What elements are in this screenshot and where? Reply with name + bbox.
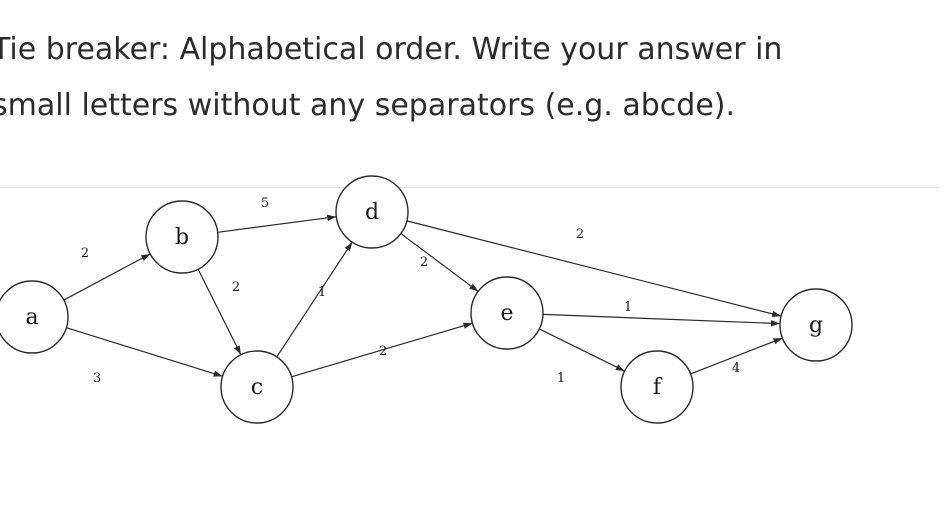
edge-e-g [542, 313, 781, 327]
node-circle-g [779, 288, 853, 362]
node-g: g [779, 288, 853, 362]
node-circle-c [220, 350, 294, 424]
edge-weight-e-f: 1 [557, 371, 565, 386]
edge-weight-a-b: 2 [81, 246, 89, 261]
edge-weight-d-g: 2 [576, 227, 584, 242]
node-b: b [145, 200, 219, 274]
node-label-f: f [653, 375, 663, 400]
divider [0, 187, 940, 188]
node-c: c [220, 350, 294, 424]
node-circle-a [0, 280, 69, 354]
node-label-g: g [809, 313, 823, 338]
edge-a-b [63, 253, 151, 301]
edge-f-g [690, 337, 783, 375]
node-f: f [620, 350, 694, 424]
nodes: a b c d e f g [0, 175, 853, 424]
node-a: a [0, 280, 69, 354]
edges: 2 3 5 2 1 2 2 2 1 1 4 [63, 196, 783, 386]
edge-a-c [66, 327, 223, 377]
edge-weight-b-c: 2 [232, 280, 240, 295]
edge-weight-d-e: 2 [420, 255, 428, 270]
node-label-b: b [175, 225, 189, 250]
node-circle-f [620, 350, 694, 424]
edge-c-d [276, 241, 353, 358]
node-d: d [335, 175, 409, 249]
node-label-d: d [365, 200, 379, 225]
edge-d-e [400, 233, 479, 292]
node-circle-b [145, 200, 219, 274]
instructions-line-1: Tie breaker: Alphabetical order. Write y… [0, 32, 783, 67]
edge-d-g [406, 220, 782, 317]
edge-weight-a-c: 3 [93, 371, 101, 386]
node-label-a: a [25, 305, 38, 330]
node-label-e: e [500, 301, 513, 326]
node-circle-d [335, 175, 409, 249]
edge-weight-f-g: 4 [732, 361, 740, 376]
edge-e-f [539, 328, 625, 372]
node-circle-e [470, 276, 544, 350]
instructions-line-2: small letters without any separators (e.… [0, 88, 736, 123]
edge-weight-c-d: 1 [318, 285, 326, 300]
edge-weight-c-e: 2 [379, 344, 387, 359]
edge-weight-b-d: 5 [261, 196, 269, 211]
edge-c-e [291, 322, 473, 378]
edge-b-c [197, 268, 242, 356]
node-label-c: c [251, 375, 263, 400]
edge-b-d [217, 214, 337, 233]
node-e: e [470, 276, 544, 350]
instructions-text: Tie breaker: Alphabetical order. Write y… [0, 22, 942, 134]
edge-weight-e-g: 1 [624, 300, 632, 315]
